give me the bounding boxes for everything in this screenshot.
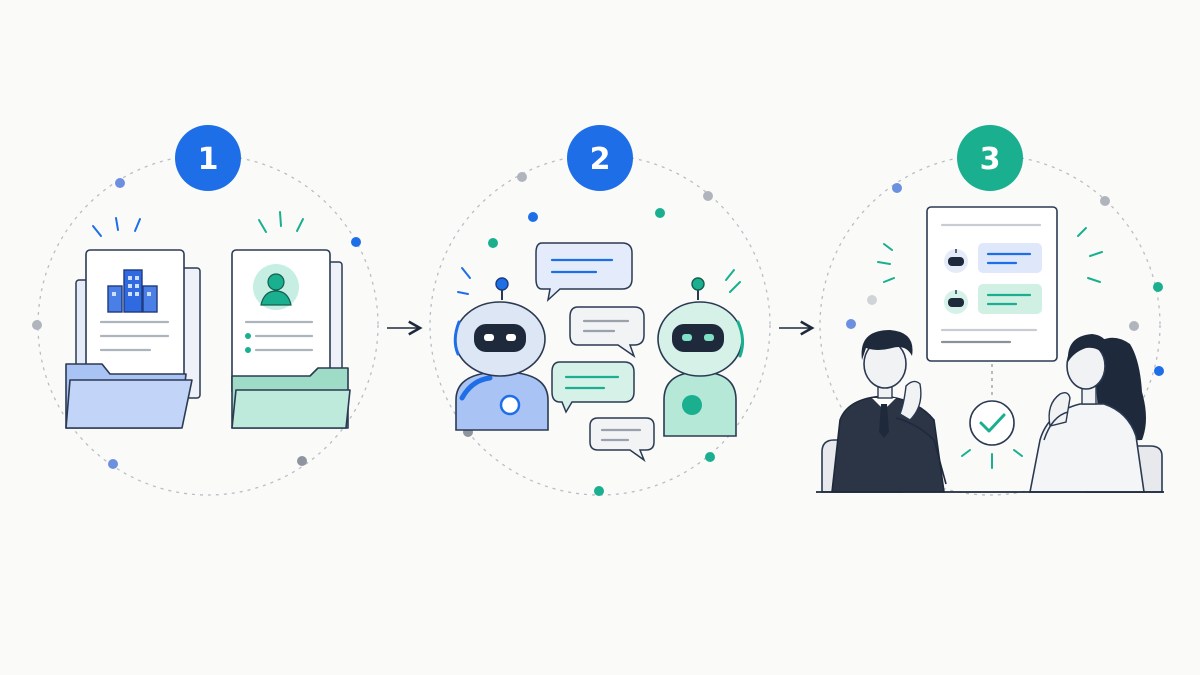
step-2: 2	[429, 125, 771, 496]
office-building-icon	[107, 269, 158, 313]
company-profile-folder-icon	[65, 217, 201, 429]
candidate-robot-icon	[657, 269, 745, 437]
step-1-number: 1	[198, 142, 219, 177]
candidate-woman-icon	[1029, 334, 1163, 493]
recruiter-man-icon	[821, 330, 947, 493]
step-2-badge: 2	[567, 125, 633, 191]
step-1-ring-dots	[32, 178, 361, 469]
step-2-number: 2	[590, 142, 611, 177]
check-circle-icon	[961, 400, 1023, 469]
step-3-number: 3	[980, 142, 1001, 177]
conversation-summary-board-icon	[926, 206, 1058, 362]
chat-bubble-icon	[589, 417, 655, 463]
chat-bubble-icon	[551, 361, 635, 414]
step-3-ring-dots	[846, 183, 1164, 376]
step-1-badge: 1	[175, 125, 241, 191]
company-robot-icon	[453, 267, 549, 431]
robot-avatar-icon	[944, 290, 968, 314]
step-3-badge: 3	[957, 125, 1023, 191]
step-1: 1	[32, 125, 379, 496]
chat-bubble-icon	[569, 306, 645, 358]
candidate-avatar-icon	[253, 264, 299, 310]
chat-bubble-icon	[535, 242, 633, 303]
robot-avatar-icon	[944, 249, 968, 273]
step-3: 3	[816, 125, 1164, 496]
candidate-profile-folder-icon	[231, 211, 351, 429]
